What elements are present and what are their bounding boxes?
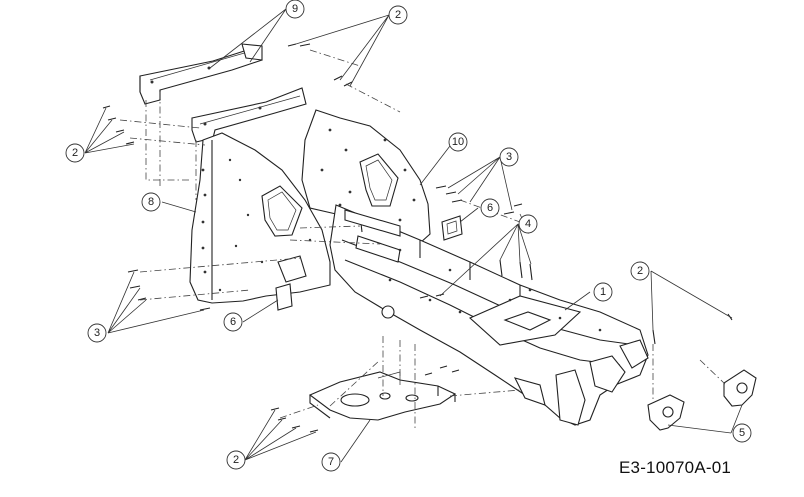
lower-bracket <box>191 87 307 143</box>
callout-2-left: 2 <box>65 143 85 163</box>
callout-8: 8 <box>141 192 161 212</box>
drawing-id-label: E3-10070A-01 <box>619 458 732 477</box>
callout-5: 5 <box>732 423 752 443</box>
leader-lines <box>84 8 743 463</box>
svg-text:7: 7 <box>328 456 334 468</box>
callout-2-top: 2 <box>388 5 408 25</box>
svg-text:6: 6 <box>230 316 236 328</box>
callout-2-right: 2 <box>630 261 650 281</box>
svg-text:3: 3 <box>94 327 100 339</box>
part-1-main-frame <box>329 204 649 426</box>
svg-text:1: 1 <box>600 286 606 298</box>
hardware-fasteners <box>102 43 733 433</box>
callout-3-left: 3 <box>87 323 107 343</box>
callout-6-left: 6 <box>223 312 243 332</box>
callout-10: 10 <box>448 132 468 152</box>
svg-text:10: 10 <box>452 136 464 148</box>
part-8-left-side-panel <box>189 132 331 304</box>
part-10-right-side-panel <box>301 109 431 244</box>
svg-text:5: 5 <box>739 427 745 439</box>
svg-text:2: 2 <box>637 265 643 277</box>
callout-7: 7 <box>321 452 341 472</box>
part-5-caster-brackets <box>647 369 757 431</box>
part-7-lower-plate <box>308 371 457 421</box>
svg-text:2: 2 <box>233 454 239 466</box>
callout-3-upper-right: 3 <box>499 147 519 167</box>
svg-text:8: 8 <box>148 196 154 208</box>
svg-text:9: 9 <box>292 3 298 15</box>
svg-text:2: 2 <box>395 9 401 21</box>
callout-1: 1 <box>593 282 613 302</box>
callout-4: 4 <box>518 214 538 234</box>
svg-text:3: 3 <box>506 151 512 163</box>
callout-6-right: 6 <box>480 198 500 218</box>
svg-text:2: 2 <box>72 147 78 159</box>
part-6-pads <box>275 215 463 311</box>
svg-text:6: 6 <box>487 202 493 214</box>
callout-2-bottom: 2 <box>226 450 246 470</box>
svg-text:4: 4 <box>525 218 531 230</box>
callout-9: 9 <box>285 0 305 19</box>
part-9-upper-bracket <box>139 43 263 105</box>
